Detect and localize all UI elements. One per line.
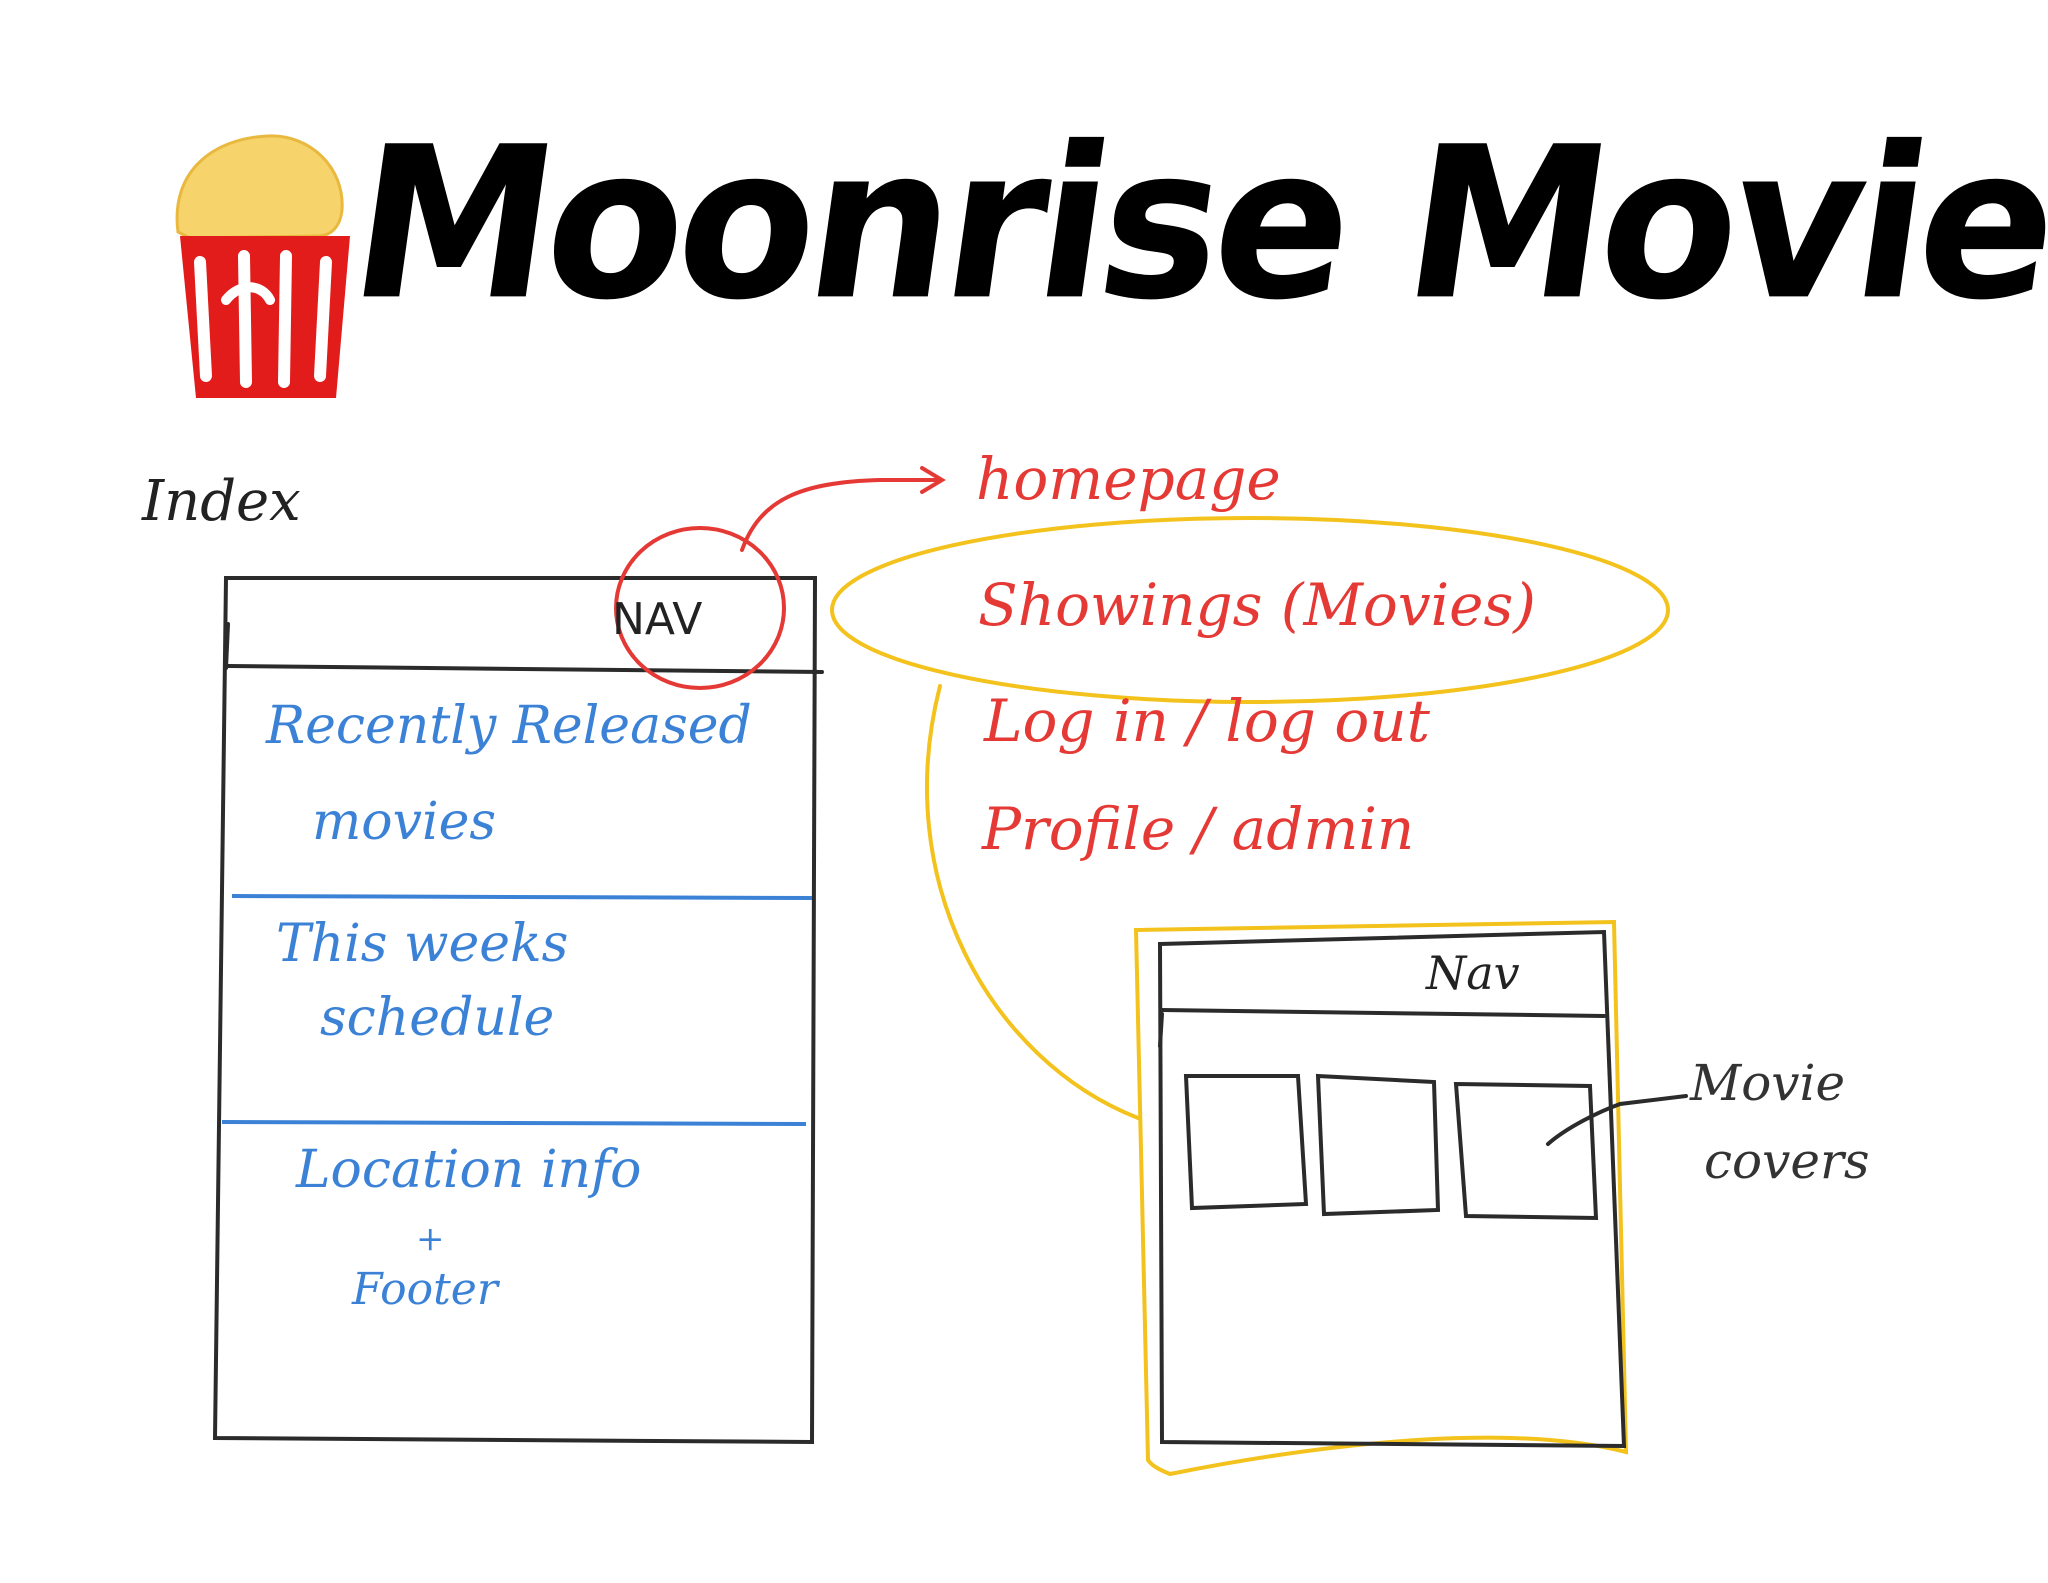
nav-item-profile: Profile / admin <box>982 795 1415 863</box>
index-label: Index <box>142 469 301 534</box>
section-recent-line1: Recently Released <box>266 696 752 756</box>
section-schedule-line1: This weeks <box>276 914 569 974</box>
movie-cover-3 <box>1453 1081 1599 1221</box>
showings-callout <box>830 516 1670 1120</box>
movie-covers-annotation-line1: Movie <box>1690 1054 1846 1112</box>
nav-callout <box>614 466 946 690</box>
homepage-label: homepage <box>976 445 1281 513</box>
page-title: Moonrise Movies <box>338 102 2048 347</box>
movie-covers-annotation-line2: covers <box>1704 1132 1870 1190</box>
movie-cover-2 <box>1315 1073 1441 1217</box>
index-nav-label: NAV <box>612 594 703 645</box>
nav-item-showings: Showings (Movies) <box>978 571 1536 639</box>
nav-item-login: Log in / log out <box>984 687 1430 755</box>
movie-cover-1 <box>1183 1074 1309 1211</box>
section-location-line1: Location info <box>296 1140 642 1200</box>
section-footer: Footer <box>352 1264 498 1315</box>
showings-wireframe <box>1157 929 1627 1449</box>
section-location-plus: + <box>416 1219 445 1259</box>
movie-covers <box>1183 1073 1599 1221</box>
index-section-dividers <box>221 894 813 1126</box>
popcorn-icon <box>175 134 350 398</box>
covers-pointer <box>1546 1094 1688 1146</box>
showings-wireframe-highlight <box>1133 919 1629 1477</box>
showings-nav-label: Nav <box>1426 946 1520 1000</box>
section-schedule-line2: schedule <box>320 988 555 1048</box>
section-recent-line2: movies <box>312 792 497 852</box>
index-wireframe <box>212 576 824 1445</box>
